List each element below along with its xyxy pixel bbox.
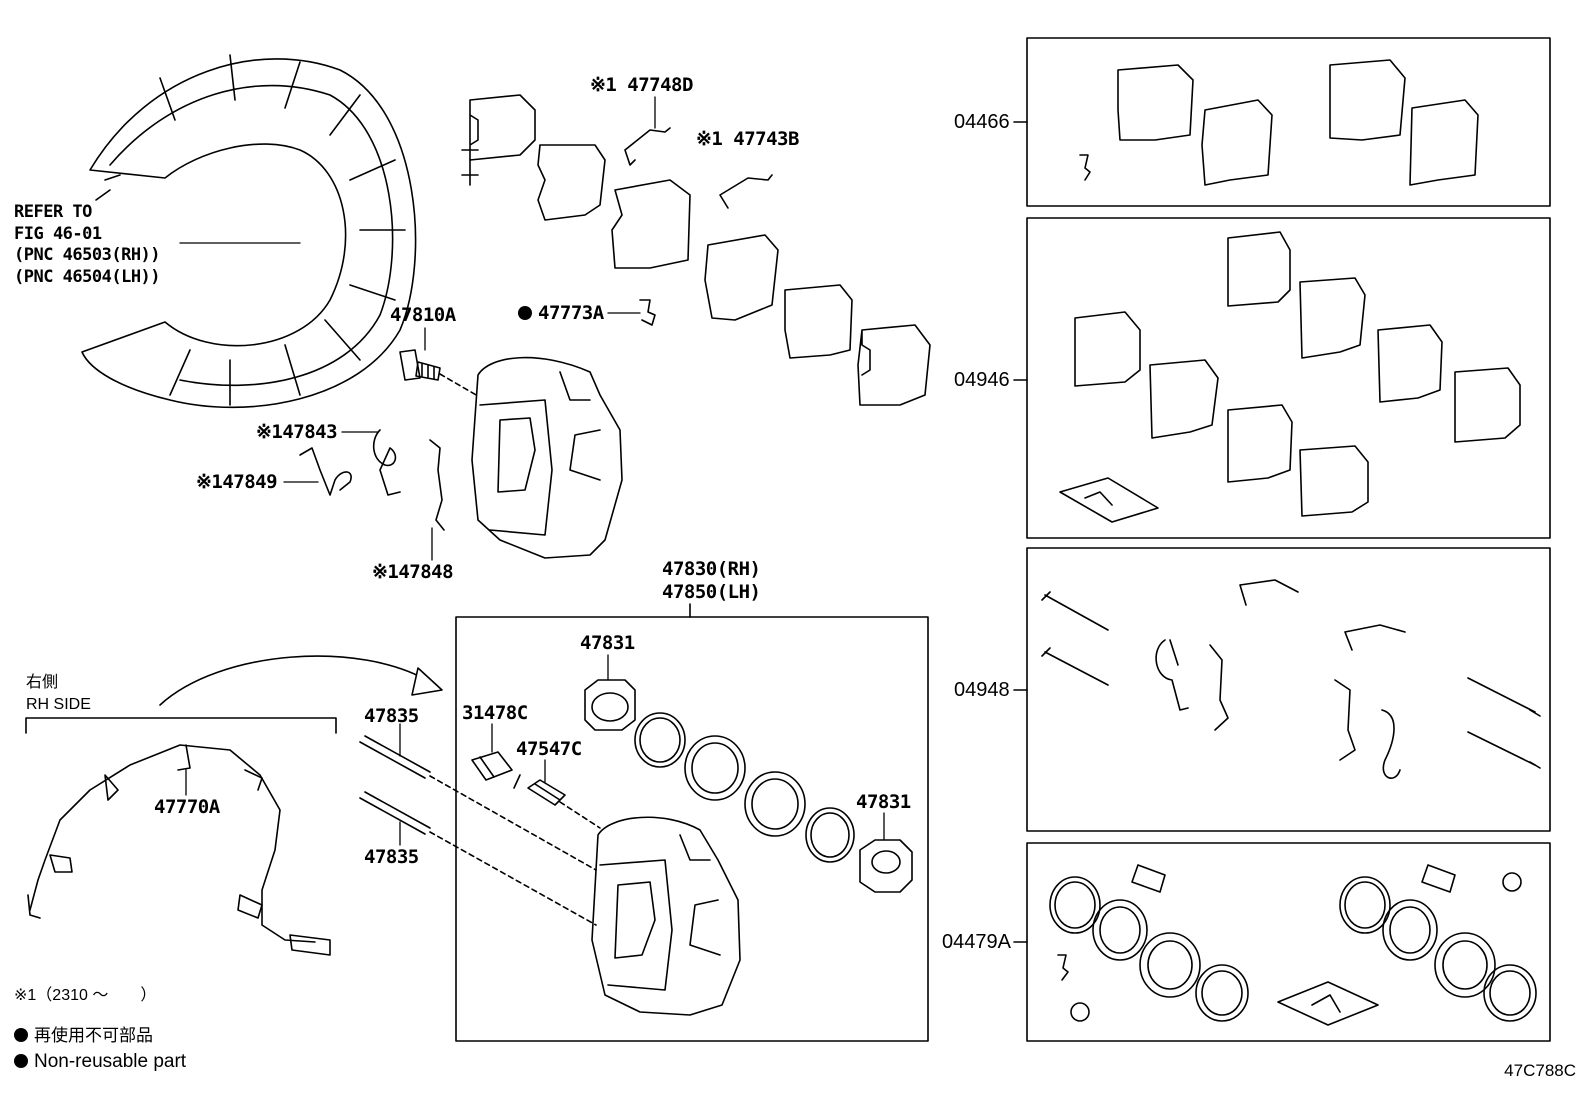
legend-dot-icon [14,1054,28,1068]
kit-box-04948 [1026,547,1551,832]
legend-note-1: ※1（2310 ～ ） [14,987,157,1004]
pad-springs [624,127,773,326]
pistons-seals [584,679,913,893]
label-47835-bottom: 47835 [364,846,419,868]
kit-box-04479A [1026,842,1551,1042]
label-47773A-text: 47773A [538,302,604,324]
springs-left [299,429,445,531]
legend-nonreusable-en-text: Non-reusable part [34,1051,187,1072]
legend-dot-icon [14,1028,28,1042]
rh-side-jp: 右側 [26,674,59,691]
caliper-upper [471,356,623,559]
label-47830: 47830(RH) [662,558,761,580]
refer-note: REFER TO FIG 46-01 (PNC 46503(RH)) (PNC … [14,202,161,288]
refer-line-4: (PNC 46504(LH)) [14,266,161,287]
caliper-assembly-box [455,603,929,1042]
label-47743B: ※1 47743B [696,128,799,150]
caliper-lower [591,816,741,1016]
refer-line-3: (PNC 46503(RH)) [14,245,161,265]
label-47547C: 47547C [516,738,582,760]
refer-line-2: FIG 46-01 [14,223,102,244]
refer-line-1: REFER TO [14,202,92,222]
label-47748D: ※1 47748D [590,74,693,96]
kit-label-04466: 04466 [954,111,1010,133]
kit-box-04946 [1026,217,1551,539]
label-47848: ※147848 [372,561,454,583]
leader-lines [179,96,885,846]
diagram-code: 47C788C [1504,1061,1576,1080]
label-31478C: 31478C [462,702,528,724]
caliper-bolt [399,349,479,397]
kit-label-04479A: 04479A [942,931,1011,953]
label-47850: 47850(LH) [662,581,761,603]
abs-sensor-wire [27,744,331,956]
label-47843: ※147843 [256,421,338,443]
legend-nonreusable-jp: 再使用不可部品 [14,1027,153,1044]
rh-side-bracket [25,717,337,734]
label-47835-top: 47835 [364,705,419,727]
label-47810A: 47810A [390,304,456,326]
label-47831-top: 47831 [580,632,635,654]
rh-side-en: RH SIDE [26,696,91,713]
label-47770A: 47770A [154,796,220,818]
label-47831-bottom: 47831 [856,791,911,813]
rh-side-arrow [159,655,443,706]
legend-nonreusable-jp-text: 再使用不可部品 [34,1026,153,1045]
label-47849: ※147849 [196,471,278,493]
kit-label-04948: 04948 [954,679,1010,701]
pad-shims-top [461,94,931,406]
label-47773A: 47773A [518,304,604,323]
bushing-bleeder [471,751,601,829]
non-reusable-dot [518,306,532,320]
pad-pins [359,735,597,926]
kit-box-04466 [1026,37,1551,207]
dust-shield [81,54,417,409]
kit-label-04946: 04946 [954,369,1010,391]
legend-nonreusable-en: Non-reusable part [14,1052,186,1071]
